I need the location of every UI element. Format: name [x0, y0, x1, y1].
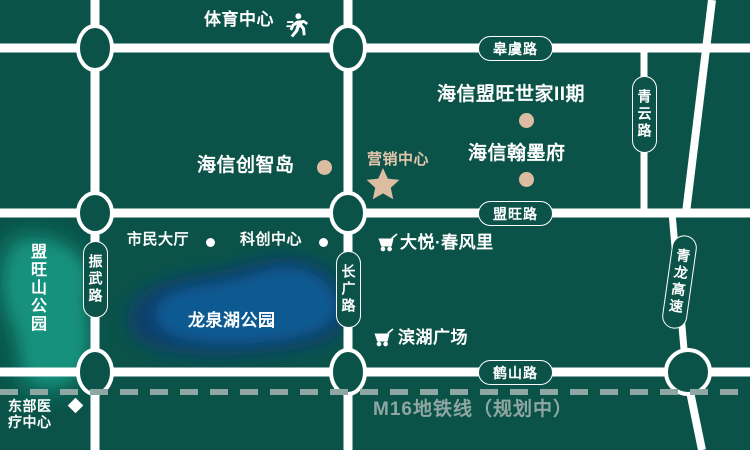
- metro-label-m16[interactable]: M16地铁线（规划中）: [373, 399, 573, 420]
- road-label-qingyun[interactable]: 青云路: [632, 76, 657, 153]
- project-marker-chuangzhidao[interactable]: [317, 160, 332, 175]
- roundabout-zhenwu-mengwang: [76, 191, 114, 235]
- road-label-gaoyu[interactable]: 皋虞路: [478, 36, 553, 61]
- project-label-chuangzhidao[interactable]: 海信创智岛: [197, 155, 295, 176]
- shopping-cart-icon: [378, 233, 398, 252]
- marketing-center-star: [366, 168, 400, 200]
- poi-marker-innovation-center[interactable]: [319, 238, 328, 247]
- runner-icon: [286, 13, 309, 38]
- park-label-longquanhu[interactable]: 龙泉湖公园: [188, 311, 276, 330]
- poi-label-east-medical-center[interactable]: 东部医 疗中心: [8, 398, 52, 430]
- road-label-zhenwu[interactable]: 振武路: [83, 241, 108, 318]
- shopping-cart-icon: [374, 328, 394, 347]
- road-line-qinglong-top: [682, 0, 716, 214]
- park-mengwangshan-shape: [0, 227, 94, 400]
- poi-label-civic-hall[interactable]: 市民大厅: [127, 231, 190, 248]
- park-longquanhu-shape: [127, 257, 349, 356]
- road-label-changguang[interactable]: 长广路: [336, 251, 361, 328]
- roundabout-zhenwu-heshan: [76, 348, 114, 396]
- road-label-text: 振武路: [87, 254, 104, 305]
- poi-label-sports-center[interactable]: 体育中心: [204, 10, 274, 29]
- road-label-mengwang[interactable]: 盟旺路: [478, 201, 553, 226]
- roundabout-changguang-heshan: [329, 348, 367, 396]
- project-label-hanmofu[interactable]: 海信翰墨府: [468, 143, 566, 164]
- medical-center-line2: 疗中心: [8, 414, 52, 431]
- medical-center-line1: 东部医: [8, 398, 52, 414]
- poi-label-innovation-center[interactable]: 科创中心: [240, 231, 303, 248]
- poi-marker-civic-hall[interactable]: [206, 238, 215, 247]
- roundabout-zhenwu-gaoyu: [76, 24, 114, 72]
- poi-label-binhu-plaza[interactable]: 滨湖广场: [398, 328, 468, 347]
- project-label-mengwang-shijia[interactable]: 海信盟旺世家II期: [437, 84, 586, 105]
- road-label-text: 皋虞路: [493, 40, 538, 57]
- road-label-text: 鹤山路: [493, 364, 538, 381]
- roundabout-changguang-gaoyu: [329, 24, 367, 72]
- road-label-text: 盟旺路: [493, 205, 538, 222]
- roundabout-changguang-mengwang: [329, 191, 367, 235]
- marketing-center-label[interactable]: 营销中心: [367, 151, 430, 168]
- road-label-text: 青云路: [636, 89, 653, 140]
- park-label-mengwangshan[interactable]: 盟旺山公园: [28, 243, 45, 333]
- poi-label-dayue-chunfengli[interactable]: 大悦·春风里: [400, 233, 494, 252]
- road-label-text: 长广路: [340, 264, 357, 315]
- road-label-heshan[interactable]: 鹤山路: [478, 360, 553, 385]
- roundabout-qinglong-heshan: [664, 348, 712, 396]
- project-marker-mengwang-shijia[interactable]: [519, 113, 534, 128]
- project-marker-hanmofu[interactable]: [519, 172, 534, 187]
